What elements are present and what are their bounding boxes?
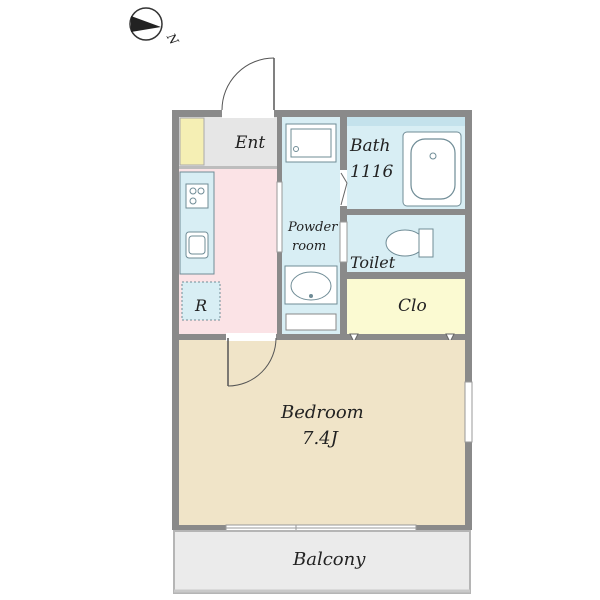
bedroom-floor xyxy=(179,340,465,525)
shoe-cabinet xyxy=(179,117,205,166)
entrance-step xyxy=(179,166,277,169)
bath-size: 1116 xyxy=(350,162,393,182)
refrigerator-space xyxy=(181,281,221,321)
bathtub-icon xyxy=(402,131,462,207)
bath-ledge xyxy=(347,117,465,126)
closet-doors[interactable] xyxy=(349,333,455,344)
powder-room-label-2: room xyxy=(292,239,326,254)
toilet-icon xyxy=(385,228,434,258)
bedroom-door-opening xyxy=(226,333,276,341)
toilet-label: Toilet xyxy=(350,253,396,272)
toilet-door[interactable] xyxy=(339,221,348,263)
entry-door[interactable] xyxy=(221,57,275,111)
washing-machine-pan xyxy=(285,123,337,163)
compass: N xyxy=(129,7,182,48)
bath-door[interactable] xyxy=(340,170,348,206)
compass-needle-icon xyxy=(131,16,161,32)
powder-room-sliding-door[interactable] xyxy=(276,181,283,253)
washbasin-icon xyxy=(284,265,338,305)
closet-label: Clo xyxy=(398,296,427,316)
entry-door-opening xyxy=(222,108,274,118)
balcony-floor xyxy=(173,530,471,594)
kitchen-sink-icon xyxy=(185,231,209,259)
compass-north-label: N xyxy=(163,30,181,47)
stove-icon xyxy=(185,183,209,209)
bedroom-door[interactable] xyxy=(227,337,277,387)
closet-floor xyxy=(347,279,465,334)
bedroom-size: 7.4J xyxy=(302,428,340,449)
bedroom-label: Bedroom xyxy=(280,402,364,423)
entrance-label: Ent xyxy=(234,133,265,153)
balcony-label: Balcony xyxy=(292,549,366,570)
powder-room-label-1: Powder xyxy=(287,220,338,235)
bedroom-side-window xyxy=(464,381,473,443)
refrigerator-label: R xyxy=(194,296,207,315)
bath-label: Bath xyxy=(349,136,390,156)
storage-shelf xyxy=(285,313,337,331)
